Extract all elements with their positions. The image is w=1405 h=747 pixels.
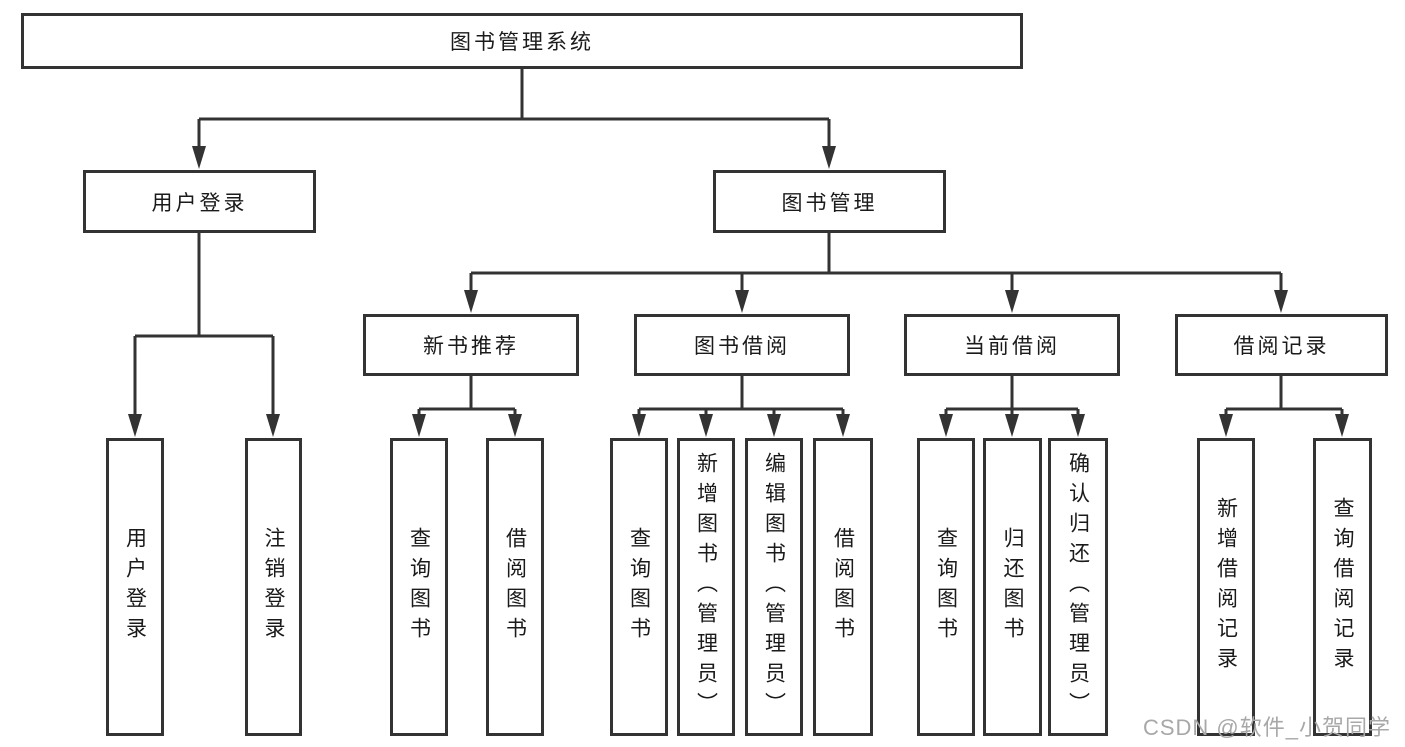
node-current-borrow-label: 当前借阅 <box>964 335 1060 358</box>
leaf-borrow-borrow-books-label: 借阅图书 <box>831 527 855 647</box>
leaf-logout: 注销登录 <box>245 438 302 736</box>
leaf-records-add-record-label: 新增借阅记录 <box>1214 497 1238 677</box>
leaf-newbooks-query-books: 查询图书 <box>390 438 448 736</box>
leaf-borrow-query-books: 查询图书 <box>610 438 668 736</box>
leaf-user-login: 用户登录 <box>106 438 164 736</box>
leaf-current-confirm-return-admin-label: 确认归还（管理员） <box>1066 452 1090 722</box>
connector-login-to-leaves <box>128 233 280 437</box>
csdn-watermark: CSDN @软件_小贺同学 <box>1142 715 1391 740</box>
leaf-current-query-books: 查询图书 <box>917 438 975 736</box>
node-user-login-label: 用户登录 <box>151 191 248 215</box>
connector-current-to-leaves <box>939 376 1085 437</box>
node-new-book-recommend-label: 新书推荐 <box>423 335 519 358</box>
node-root-label: 图书管理系统 <box>450 31 594 54</box>
connector-root-to-level2 <box>192 69 836 169</box>
node-borrow-records-label: 借阅记录 <box>1233 335 1330 358</box>
connector-mgmt-to-level3 <box>464 233 1288 313</box>
leaf-borrow-borrow-books: 借阅图书 <box>813 438 873 736</box>
leaf-borrow-edit-books-admin-label: 编辑图书（管理员） <box>762 452 786 722</box>
leaf-borrow-edit-books-admin: 编辑图书（管理员） <box>745 438 803 736</box>
node-root-system: 图书管理系统 <box>21 13 1023 69</box>
leaf-records-query-record: 查询借阅记录 <box>1313 438 1372 736</box>
leaf-newbooks-borrow-books-label: 借阅图书 <box>503 527 527 647</box>
node-user-login: 用户登录 <box>83 170 316 233</box>
leaf-borrow-add-books-admin-label: 新增图书（管理员） <box>694 452 718 722</box>
node-new-book-recommend: 新书推荐 <box>363 314 579 376</box>
leaf-records-add-record: 新增借阅记录 <box>1197 438 1255 736</box>
leaf-current-return-books: 归还图书 <box>983 438 1042 736</box>
node-current-borrow: 当前借阅 <box>904 314 1120 376</box>
node-book-borrow: 图书借阅 <box>634 314 850 376</box>
leaf-logout-label: 注销登录 <box>262 527 285 647</box>
leaf-current-confirm-return-admin: 确认归还（管理员） <box>1048 438 1108 736</box>
leaf-newbooks-query-books-label: 查询图书 <box>407 527 431 647</box>
leaf-user-login-label: 用户登录 <box>123 527 147 647</box>
leaf-newbooks-borrow-books: 借阅图书 <box>486 438 544 736</box>
node-book-management-label: 图书管理 <box>781 191 878 215</box>
node-borrow-records: 借阅记录 <box>1175 314 1388 376</box>
leaf-borrow-query-books-label: 查询图书 <box>627 527 651 647</box>
connector-records-to-leaves <box>1219 376 1349 437</box>
connector-newbooks-to-leaves <box>412 376 522 437</box>
leaf-current-query-books-label: 查询图书 <box>934 527 958 647</box>
leaf-borrow-add-books-admin: 新增图书（管理员） <box>677 438 735 736</box>
leaf-current-return-books-label: 归还图书 <box>1001 527 1024 647</box>
node-book-borrow-label: 图书借阅 <box>694 335 790 358</box>
leaf-records-query-record-label: 查询借阅记录 <box>1331 497 1354 677</box>
node-book-management: 图书管理 <box>713 170 946 233</box>
connector-borrow-to-leaves <box>632 376 850 437</box>
